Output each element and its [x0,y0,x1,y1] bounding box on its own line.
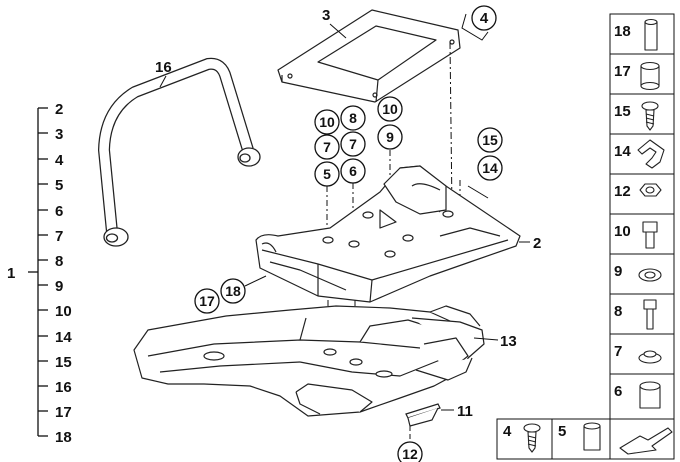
callout-4-circle [471,5,497,31]
lower-frame-part-13 [133,305,485,417]
table-cell-label: 14 [614,143,631,160]
nut-icon [639,183,662,197]
callout-16: 16 [155,59,172,76]
sleeve-icon [583,422,601,451]
callout-6: 6 [349,163,357,179]
index-item: 3 [55,126,63,143]
index-item: 18 [55,429,72,446]
clip-icon [637,139,665,169]
clip-part-11 [405,403,441,427]
index-group-label: 1 [7,265,15,282]
callout-11: 11 [457,403,473,420]
bolt-icon [642,221,658,249]
arrow-icon [619,427,673,455]
callout-8: 8 [349,110,357,126]
index-item: 8 [55,253,63,270]
index-item: 4 [55,152,64,169]
callout-15: 15 [482,132,498,148]
index-item: 9 [55,278,63,295]
callout-10: 10 [382,101,398,117]
table-cell-label: 8 [614,303,622,320]
callout-5: 5 [323,166,331,182]
index-item: 5 [55,177,63,194]
table-cell-label: 5 [558,423,566,440]
bush-icon [640,61,660,91]
table-cell-label: 4 [503,423,512,440]
index-item: 14 [55,329,72,346]
parts-table [496,13,675,460]
callout-17-circle [194,288,220,314]
index-item: 10 [55,303,72,320]
tube-bracket-part-16 [98,57,261,247]
index-item: 6 [55,203,63,220]
callout-2: 2 [533,235,541,252]
fastener-callouts [314,96,503,187]
callout-3: 3 [322,7,330,24]
callout-18: 18 [225,283,241,299]
index-item: 16 [55,379,72,396]
callout-4: 4 [480,10,489,27]
table-cell-label: 6 [614,383,622,400]
carrier-tray-part-2 [255,165,521,303]
index-item: 17 [55,404,72,421]
bush-icon [639,381,661,409]
screw-icon [641,101,659,131]
callout-10: 10 [319,114,335,130]
sleeve-icon [644,18,658,51]
table-cell-label: 18 [614,23,631,40]
callout-12: 12 [402,446,418,462]
callout-7: 7 [323,139,331,155]
socket-bolt-icon [643,299,657,330]
index-list [28,107,48,437]
index-item: 2 [55,101,63,118]
table-cell-label: 9 [614,263,622,280]
grommet-icon [638,350,662,364]
table-cell-label: 17 [614,63,631,80]
table-cell-label: 15 [614,103,631,120]
table-cell-label: 12 [614,183,631,200]
callout-7: 7 [349,136,357,152]
callout-12-circle [397,441,423,462]
callout-18-circle [220,278,246,304]
callout-9: 9 [386,129,394,145]
callout-13: 13 [500,333,517,350]
callout-17: 17 [199,293,215,309]
washer-icon [638,268,662,282]
table-cell-label: 10 [614,223,631,240]
index-item: 15 [55,354,72,371]
cover-plate-part-3 [277,9,461,103]
table-cell-label: 7 [614,343,622,360]
screw-icon [523,423,541,453]
index-item: 7 [55,228,63,245]
callout-14: 14 [482,160,498,176]
